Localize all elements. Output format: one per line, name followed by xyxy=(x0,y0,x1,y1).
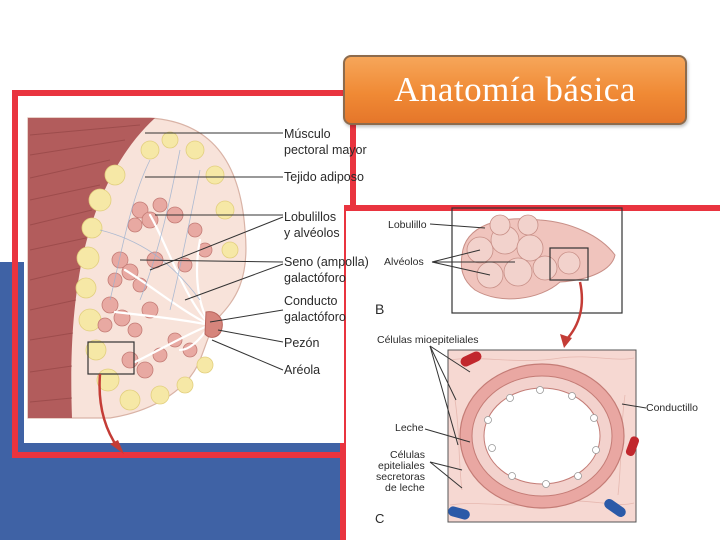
panel-c-letter: C xyxy=(375,512,384,526)
label-mioepiteliales: Células mioepiteliales xyxy=(377,335,479,347)
label-conductillo: Conductillo xyxy=(646,403,698,415)
label-epiteliales-4: de leche xyxy=(385,483,425,495)
title-box: Anatomía básica xyxy=(343,55,687,125)
page-title: Anatomía básica xyxy=(394,70,636,110)
label-leche: Leche xyxy=(395,423,424,435)
